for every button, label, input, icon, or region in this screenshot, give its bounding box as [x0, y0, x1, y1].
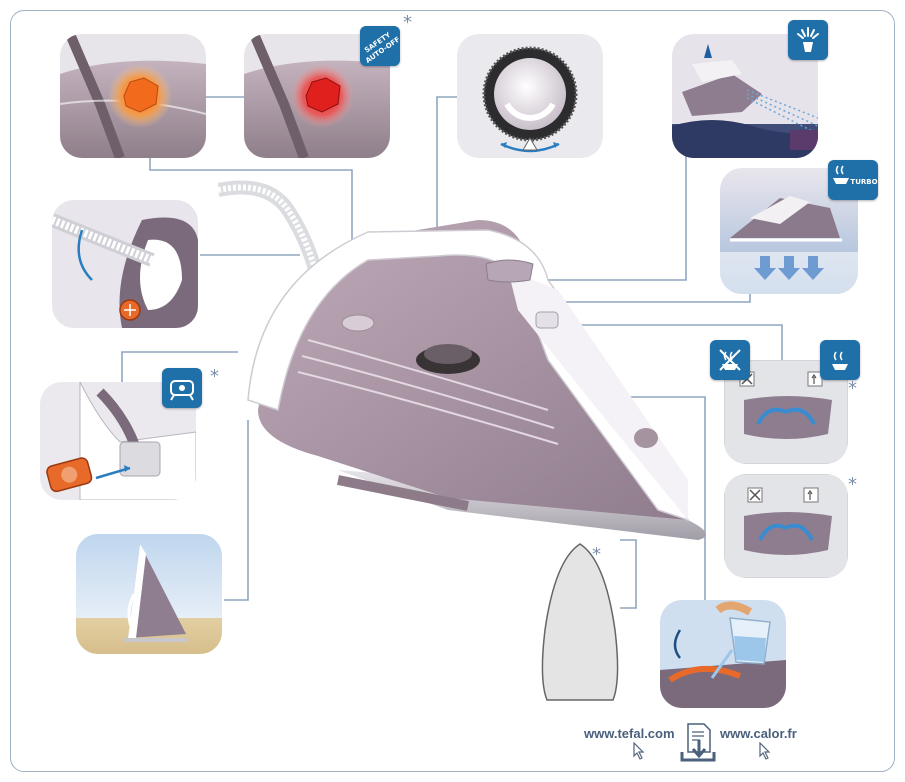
panel-anti-calc-collector [40, 382, 196, 500]
safety-auto-off-icon: SAFETY AUTO-OFF [360, 26, 400, 66]
panel-steam-selector-on [724, 474, 848, 578]
svg-text:TURBO: TURBO [850, 178, 877, 186]
page-frame [10, 10, 895, 772]
footnote-mark-selector-2: * [848, 474, 857, 495]
cursor-icon [759, 742, 771, 760]
download-icon[interactable] [680, 722, 716, 764]
panel-turbo-steam [720, 168, 858, 294]
line-steam-jet [530, 154, 687, 281]
panel-heel-rest [76, 534, 222, 654]
steam-jet-icon [788, 20, 828, 60]
site-link-calor[interactable]: www.calor.fr [720, 726, 797, 741]
panel-indicator-light [60, 34, 206, 158]
footnote-mark-collector: * [210, 366, 219, 387]
footnote-mark-cover: * [592, 544, 601, 565]
turbo-steam-icon: TURBO [828, 160, 878, 200]
footnote-mark-selector-1: * [848, 378, 857, 399]
panel-water-filling [660, 600, 786, 708]
panel-cord-rotation [52, 200, 198, 328]
steam-icon [820, 340, 860, 380]
cursor-icon [633, 742, 645, 760]
soleplate-cover [541, 543, 619, 701]
line-collector [121, 351, 238, 382]
line-soleplate [620, 539, 637, 609]
panel-safety-auto-off [244, 34, 390, 158]
footnote-mark: * [403, 12, 412, 33]
no-steam-icon [710, 340, 750, 380]
line-heel-rest [224, 420, 249, 601]
line-steam-selector [560, 324, 783, 360]
iron-illustration [218, 180, 706, 540]
site-link-tefal[interactable]: www.tefal.com [584, 726, 675, 741]
anti-calc-collector-icon [162, 368, 202, 408]
panel-thermostat-dial [457, 34, 603, 158]
